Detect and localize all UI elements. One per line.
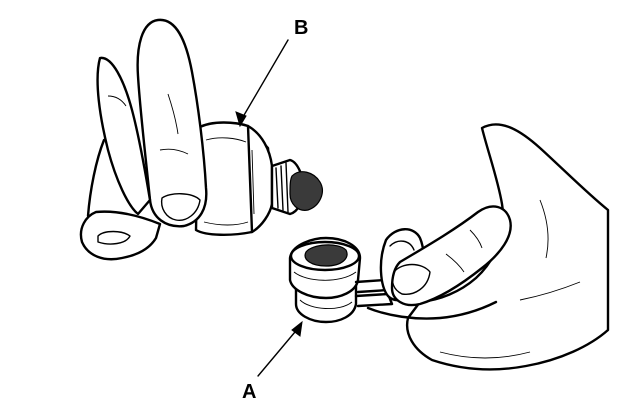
callout-a-leader <box>257 325 301 377</box>
left-thumb <box>79 210 162 261</box>
grease-blob-tube <box>289 171 323 211</box>
callout-b-label: B <box>294 17 308 39</box>
right-middle-finger <box>366 300 498 320</box>
callout-a-arrowhead <box>291 320 303 337</box>
left-index-fingernail <box>160 193 201 221</box>
right-index-finger <box>390 205 512 307</box>
callout-b-leader <box>239 39 289 123</box>
grease-blob-part <box>304 244 348 267</box>
callout-a: A <box>242 320 303 403</box>
left-thumbnail <box>97 230 131 245</box>
callout-b: B <box>235 17 308 128</box>
left-hand-with-tube <box>79 18 323 261</box>
grease-tube-shoulder <box>246 124 274 234</box>
right-index-fingernail <box>391 263 431 295</box>
callout-b-arrowhead <box>235 111 247 128</box>
right-hand-with-part <box>288 123 610 371</box>
left-middle-finger <box>96 56 152 216</box>
left-palm <box>86 138 106 218</box>
left-index-finger <box>136 18 208 228</box>
callout-a-label: A <box>242 381 256 403</box>
